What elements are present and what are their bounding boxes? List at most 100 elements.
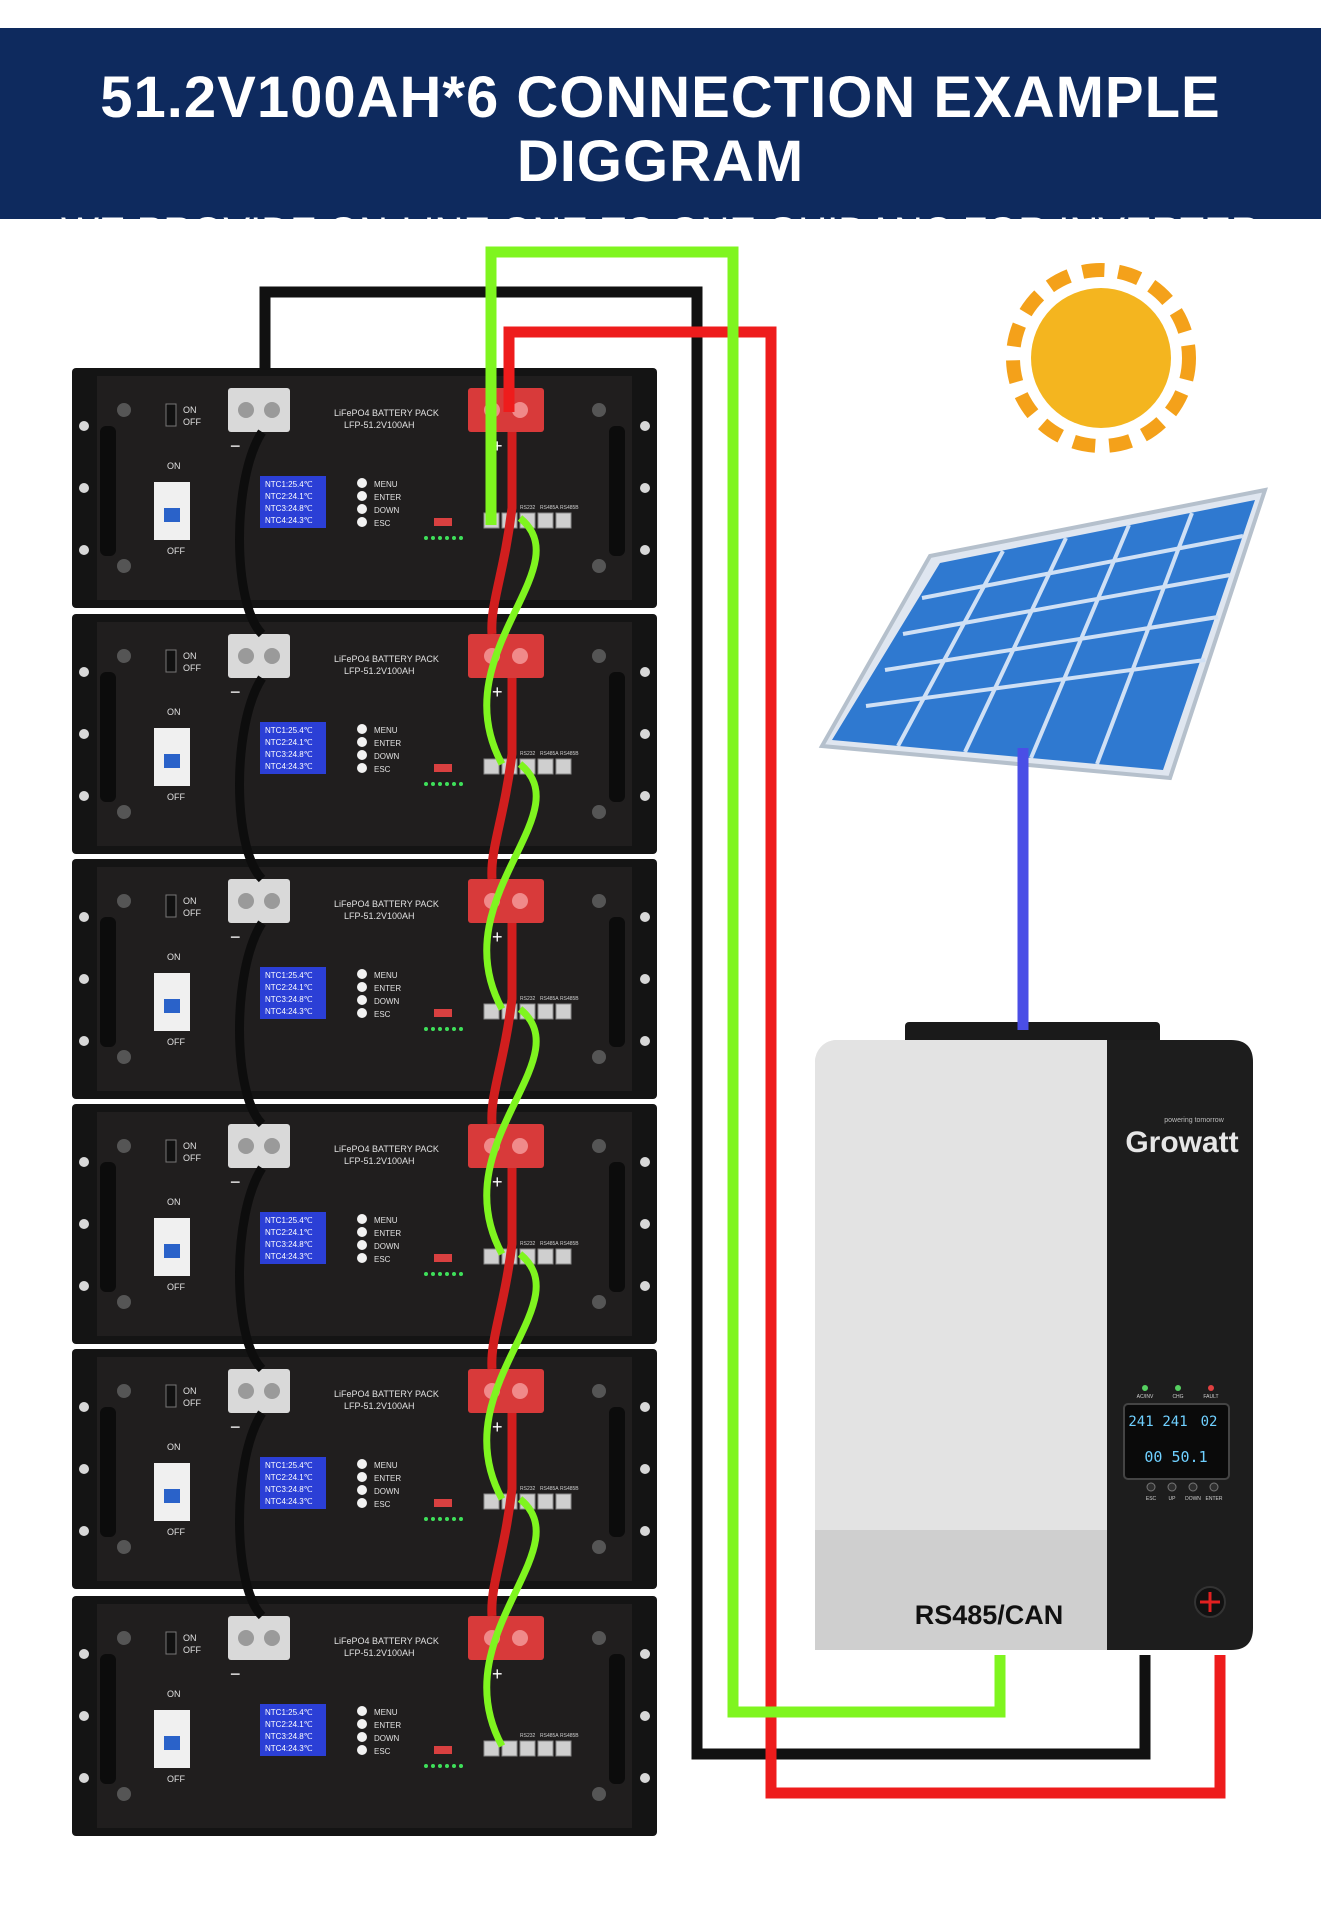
- menu-button-dot: [357, 1498, 367, 1508]
- screw-icon: [592, 649, 606, 663]
- terminal-bolt: [264, 1138, 280, 1154]
- negative-terminal: [228, 388, 290, 432]
- breaker-toggle: [164, 999, 180, 1013]
- screw-icon: [117, 805, 131, 819]
- screw-icon: [592, 1384, 606, 1398]
- status-led: [445, 1764, 449, 1768]
- battery-handle-right: [609, 672, 625, 802]
- battery-model-line1: LiFePO4 BATTERY PACK: [334, 899, 439, 909]
- negative-terminal: [228, 879, 290, 923]
- rj45-port: [555, 758, 572, 775]
- inverter-lcd: [1123, 1403, 1230, 1480]
- screw-icon: [117, 1384, 131, 1398]
- status-led: [431, 1027, 435, 1031]
- terminal-bolt: [238, 1138, 254, 1154]
- status-led: [445, 1517, 449, 1521]
- rj45-port: [519, 1740, 536, 1757]
- positive-wire-red: [503, 326, 1226, 1799]
- rack-ear-hole: [79, 483, 89, 493]
- power-switch: [165, 1139, 177, 1163]
- battery-model-line2: LFP-51.2V100AH: [344, 666, 415, 676]
- ntc-reading: NTC4:24.3℃: [265, 1744, 313, 1753]
- ntc-reading: NTC2:24.1℃: [265, 492, 313, 501]
- switch-off-label: OFF: [183, 1398, 201, 1408]
- rack-ear-hole: [640, 1649, 650, 1659]
- breaker-on-label: ON: [167, 707, 181, 717]
- sun-icon: [1006, 263, 1196, 453]
- battery-model-line2: LFP-51.2V100AH: [344, 911, 415, 921]
- rack-ear-hole: [79, 545, 89, 555]
- port-label: RS485B: [560, 1733, 579, 1739]
- rack-ear-hole: [79, 1711, 89, 1721]
- status-led: [452, 1764, 456, 1768]
- series-negative-cable: [235, 1410, 266, 1620]
- screw-icon: [592, 1295, 606, 1309]
- negative-terminal: [228, 1124, 290, 1168]
- inverter-button-label: ENTER: [1206, 1496, 1223, 1502]
- battery-model-line2: LFP-51.2V100AH: [344, 1156, 415, 1166]
- menu-button-dot: [357, 478, 367, 488]
- menu-label: DOWN: [374, 1242, 400, 1251]
- status-led: [459, 1764, 463, 1768]
- port-label: RS232: [520, 505, 536, 511]
- inverter-button: [1188, 1482, 1198, 1492]
- screw-icon: [117, 1787, 131, 1801]
- rj45-port: [537, 1493, 554, 1510]
- battery-model-line2: LFP-51.2V100AH: [344, 1401, 415, 1411]
- breaker-on-label: ON: [167, 1442, 181, 1452]
- series-communication-cable: [483, 1251, 540, 1501]
- inverter-led-label: AC/INV: [1137, 1394, 1154, 1400]
- rack-ear-hole: [79, 729, 89, 739]
- positive-terminal: [468, 1616, 544, 1660]
- status-led: [431, 1764, 435, 1768]
- status-led: [424, 536, 428, 540]
- status-led: [445, 1027, 449, 1031]
- battery-handle-left: [100, 426, 116, 556]
- menu-label: ENTER: [374, 984, 401, 993]
- rack-ear-hole: [640, 1157, 650, 1167]
- rack-ear-hole: [79, 974, 89, 984]
- inverter: Growatt powering tomorrow RS485/CAN AC/I…: [815, 1022, 1253, 1650]
- menu-button-dot: [357, 982, 367, 992]
- ntc-reading: NTC4:24.3℃: [265, 516, 313, 525]
- negative-terminal: [228, 1369, 290, 1413]
- menu-label: DOWN: [374, 1487, 400, 1496]
- dip-switch: [434, 1746, 452, 1754]
- series-communication-cable: [483, 515, 540, 766]
- terminal-bolt: [264, 1383, 280, 1399]
- rack-ear-hole: [79, 1219, 89, 1229]
- rj45-port: [555, 1493, 572, 1510]
- ntc-reading: NTC2:24.1℃: [265, 983, 313, 992]
- menu-button-dot: [357, 750, 367, 760]
- battery-handle-right: [609, 1654, 625, 1784]
- rack-ear-hole: [79, 667, 89, 677]
- menu-label: ESC: [374, 1500, 391, 1509]
- rj45-port: [537, 1003, 554, 1020]
- rj45-port: [555, 1740, 572, 1757]
- terminal-bolt: [238, 648, 254, 664]
- power-switch: [165, 1631, 177, 1655]
- switch-off-label: OFF: [183, 1153, 201, 1163]
- power-switch: [165, 1384, 177, 1408]
- menu-label: MENU: [374, 1216, 398, 1225]
- status-led: [452, 1272, 456, 1276]
- negative-terminal: [228, 634, 290, 678]
- menu-button-dot: [357, 1459, 367, 1469]
- screw-icon: [592, 559, 606, 573]
- positive-symbol: +: [492, 436, 503, 456]
- breaker-toggle: [164, 1736, 180, 1750]
- rack-ear-hole: [79, 791, 89, 801]
- series-communication-cable: [483, 1006, 540, 1256]
- menu-button-dot: [357, 1719, 367, 1729]
- battery-handle-right: [609, 1162, 625, 1292]
- breaker-off-label: OFF: [167, 1774, 185, 1784]
- terminal-bolt: [238, 893, 254, 909]
- series-positive-cable: [487, 923, 517, 1125]
- terminal-bolt: [264, 402, 280, 418]
- port-label: RS485B: [560, 996, 579, 1002]
- battery-handle-left: [100, 1407, 116, 1537]
- inverter-button-label: ESC: [1146, 1496, 1157, 1502]
- negative-symbol: −: [230, 682, 241, 702]
